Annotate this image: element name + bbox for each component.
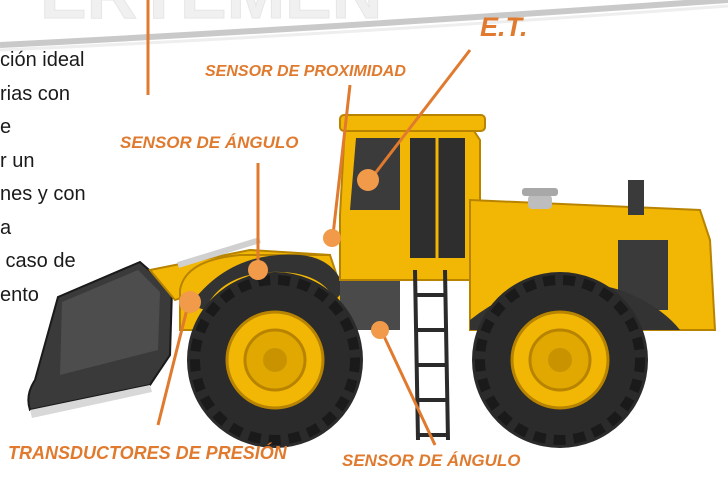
- exhaust-stack: [628, 180, 644, 215]
- air-intake: [528, 195, 552, 209]
- tilt-cylinder: [177, 237, 261, 268]
- sensor-dot-pressure: [179, 291, 201, 313]
- leader-line-pressure: [156, 304, 190, 426]
- label-angle-sensor-top: SENSOR DE ÁNGULO: [120, 133, 299, 152]
- header-swoosh: [0, 0, 728, 48]
- front-wheel: [187, 272, 363, 448]
- brand-label: E.T.: [480, 12, 528, 42]
- header-swoosh-inner: [0, 4, 728, 52]
- body-text: ción ideal rias con e r un nes y con a c…: [0, 44, 140, 312]
- body-text-line: nes y con: [0, 183, 86, 205]
- front-fender: [190, 254, 345, 310]
- access-ladder: [413, 269, 450, 441]
- intake-cap: [522, 188, 558, 196]
- label-angle-sensor-bottom: SENSOR DE ÁNGULO: [342, 451, 521, 470]
- wheel-loader-illustration: [27, 114, 717, 448]
- sensor-dot-proximity: [323, 229, 341, 247]
- rear-wheel: [472, 272, 648, 448]
- label-proximity-sensor: SENSOR DE PROXIMIDAD: [205, 63, 406, 80]
- sensor-dot-angle-top: [248, 260, 268, 280]
- body-text-line: rias con: [0, 82, 71, 105]
- body-text-line: caso de: [0, 250, 76, 272]
- sensor-dot-angle-bottom: [371, 321, 389, 339]
- body-text-line: e: [0, 116, 12, 138]
- bucket-inner: [60, 270, 160, 375]
- leader-line-angle-bottom: [380, 331, 437, 446]
- sensor-markers: [156, 49, 472, 446]
- label-pressure-transducers: TRANSDUCTORES DE PRESIÓN: [8, 443, 287, 463]
- sensor-dot-cab: [357, 169, 379, 191]
- watermark-text: ERTEMEN: [40, 0, 382, 33]
- body-text-line: a: [0, 216, 12, 239]
- leader-line-et: [368, 49, 472, 181]
- body-text-line: ción ideal: [0, 49, 85, 71]
- bucket-edge: [30, 385, 152, 418]
- body-text-line: r un: [0, 149, 35, 172]
- leader-line-proximity: [331, 84, 352, 236]
- body-text-line: ento: [0, 283, 39, 306]
